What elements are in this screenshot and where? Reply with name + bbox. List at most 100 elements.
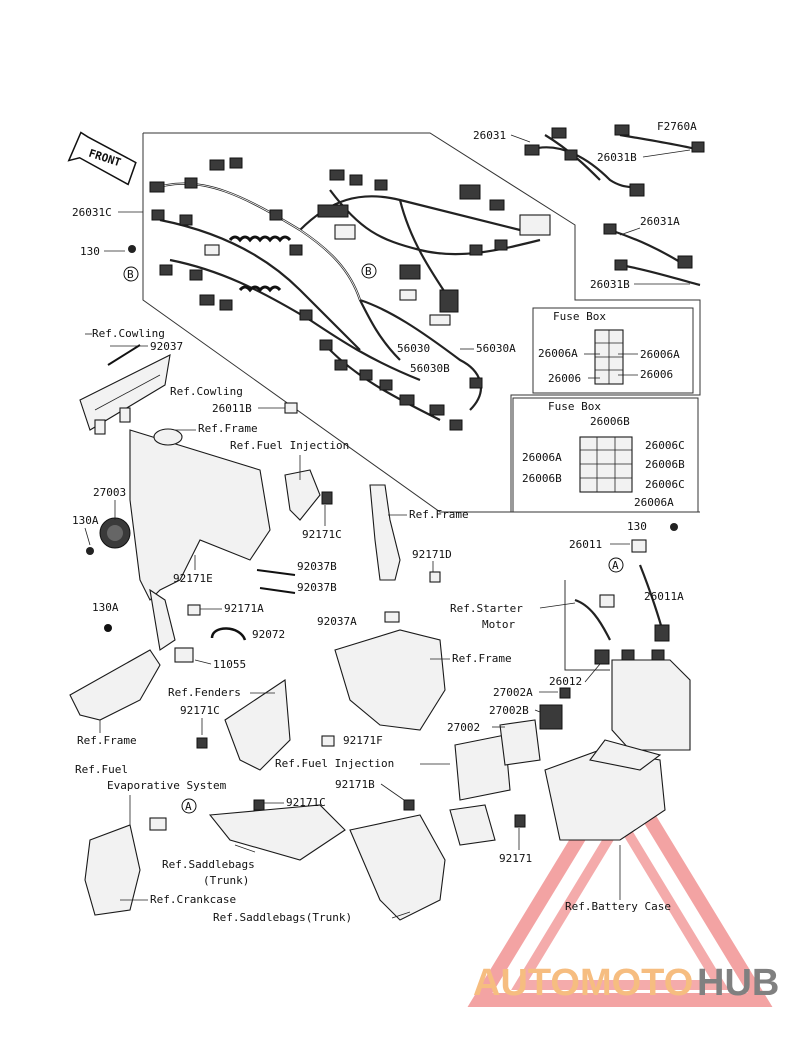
callout-b-2: B — [361, 263, 377, 279]
sub-harness-26031 — [524, 124, 705, 197]
label-92171F: 92171F — [343, 734, 383, 747]
battery-case — [544, 739, 666, 841]
fuse1-left-bottom: 26006 — [548, 372, 581, 385]
ecu-modules — [449, 687, 571, 846]
ref-starter-2: Motor — [482, 618, 515, 631]
label-92171C-3: 92171C — [286, 796, 326, 809]
label-27003: 27003 — [93, 486, 126, 499]
watermark-text-b: HUB — [697, 962, 779, 1004]
label-26011A: 26011A — [644, 590, 684, 603]
ref-starter-1: Ref.Starter — [450, 602, 523, 615]
label-130-1: 130 — [80, 245, 100, 258]
fuse2-right-1: 26006C — [645, 439, 685, 452]
label-92171B: 92171B — [335, 778, 375, 791]
label-27002A: 27002A — [493, 686, 533, 699]
ref-cowling-1: Ref.Cowling — [92, 327, 165, 340]
watermark-text-a: AUTOMOTO — [473, 962, 693, 1004]
saddlebag-bracket — [208, 799, 346, 861]
callout-a-2: A — [181, 798, 197, 814]
label-26031B-2: 26031B — [590, 278, 630, 291]
label-92171E: 92171E — [173, 572, 213, 585]
fuel-injection-bracket — [284, 469, 333, 521]
label-92171C-2: 92171C — [180, 704, 220, 717]
label-56030A: 56030A — [476, 342, 516, 355]
ref-saddlebags-3: Ref.Saddlebags(Trunk) — [213, 911, 352, 924]
label-26031A: 26031A — [640, 215, 680, 228]
straps — [174, 569, 296, 663]
label-92171D: 92171D — [412, 548, 452, 561]
label-92171: 92171 — [499, 852, 532, 865]
label-130A-2: 130A — [92, 601, 119, 614]
part-labels: 26031 26031B 26031A 26031B 26031C 130 56… — [72, 129, 691, 924]
label-92037: 92037 — [150, 340, 183, 353]
label-26031B-1: 26031B — [597, 151, 637, 164]
fuse2-top: 26006B — [590, 415, 630, 428]
ref-frame-4: Ref.Frame — [77, 734, 137, 747]
frame-assembly — [99, 428, 271, 651]
svg-text:A: A — [185, 800, 192, 813]
label-26011B: 26011B — [212, 402, 252, 415]
fuse1-left-top: 26006A — [538, 347, 578, 360]
front-arrow: FRONT — [67, 131, 137, 186]
label-92037B-1: 92037B — [297, 560, 337, 573]
svg-text:B: B — [365, 265, 372, 278]
label-92072: 92072 — [252, 628, 285, 641]
svg-text:B: B — [127, 268, 134, 281]
fuse2-left-top: 26006A — [522, 451, 562, 464]
right-frame-bracket — [369, 484, 441, 583]
label-130A-1: 130A — [72, 514, 99, 527]
label-11055: 11055 — [213, 658, 246, 671]
ref-cowling-2: Ref.Cowling — [170, 385, 243, 398]
svg-text:A: A — [612, 559, 619, 572]
main-wiring-harness — [149, 157, 551, 431]
ref-battery-case: Ref.Battery Case — [565, 900, 671, 913]
label-130-2: 130 — [627, 520, 647, 533]
fuse-box-2: Fuse Box 26006B 26006A 26006B 26006C 260… — [512, 397, 699, 513]
fuse-box-2-title: Fuse Box — [548, 400, 601, 413]
ref-crankcase: Ref.Crankcase — [150, 893, 236, 906]
saddlebag-cover — [349, 799, 446, 921]
watermark-logo: AUTOMOTO HUB — [467, 756, 779, 1007]
label-56030: 56030 — [397, 342, 430, 355]
ref-saddlebags-2: (Trunk) — [203, 874, 249, 887]
ref-fuel-evap-1: Ref.Fuel — [75, 763, 128, 776]
fenders-bracket — [196, 679, 291, 771]
label-92171A: 92171A — [224, 602, 264, 615]
battery — [611, 649, 691, 751]
callout-a-1: A — [608, 557, 624, 573]
label-27002B: 27002B — [489, 704, 529, 717]
ref-saddlebags-1: Ref.Saddlebags — [162, 858, 255, 871]
fuse2-right-2: 26006B — [645, 458, 685, 471]
label-26031C: 26031C — [72, 206, 112, 219]
left-lower-frame-bracket — [69, 624, 161, 721]
label-27002: 27002 — [447, 721, 480, 734]
fuse1-right-top: 26006A — [640, 348, 680, 361]
ref-frame-1: Ref.Frame — [198, 422, 258, 435]
ref-fuel-injection-1: Ref.Fuel Injection — [230, 439, 349, 452]
ref-frame-2: Ref.Frame — [409, 508, 469, 521]
fuse2-right-3: 26006C — [645, 478, 685, 491]
sub-harness-26031A — [603, 223, 701, 287]
label-56030B: 56030B — [410, 362, 450, 375]
center-frame-bracket — [321, 611, 446, 747]
fuse1-right-bottom: 26006 — [640, 368, 673, 381]
ref-fuel-injection-2: Ref.Fuel Injection — [275, 757, 394, 770]
ref-frame-3: Ref.Frame — [452, 652, 512, 665]
fuse2-left-bottom: 26006B — [522, 472, 562, 485]
figure-code: F2760A — [657, 120, 697, 133]
cowling-bracket — [79, 344, 171, 435]
fuse2-right-4: 26006A — [634, 496, 674, 509]
callout-b-1: B — [123, 266, 139, 282]
fuse-box-1: Fuse Box 26006A 26006 26006A 26006 — [532, 307, 694, 394]
label-26012: 26012 — [549, 675, 582, 688]
label-92037B-2: 92037B — [297, 581, 337, 594]
fuel-evap-bracket — [84, 817, 167, 916]
fuse-box-1-title: Fuse Box — [553, 310, 606, 323]
label-26011: 26011 — [569, 538, 602, 551]
label-26031: 26031 — [473, 129, 506, 142]
label-92171C-1: 92171C — [302, 528, 342, 541]
label-92037A: 92037A — [317, 615, 357, 628]
ref-fenders: Ref.Fenders — [168, 686, 241, 699]
ref-fuel-evap-2: Evaporative System — [107, 779, 227, 792]
